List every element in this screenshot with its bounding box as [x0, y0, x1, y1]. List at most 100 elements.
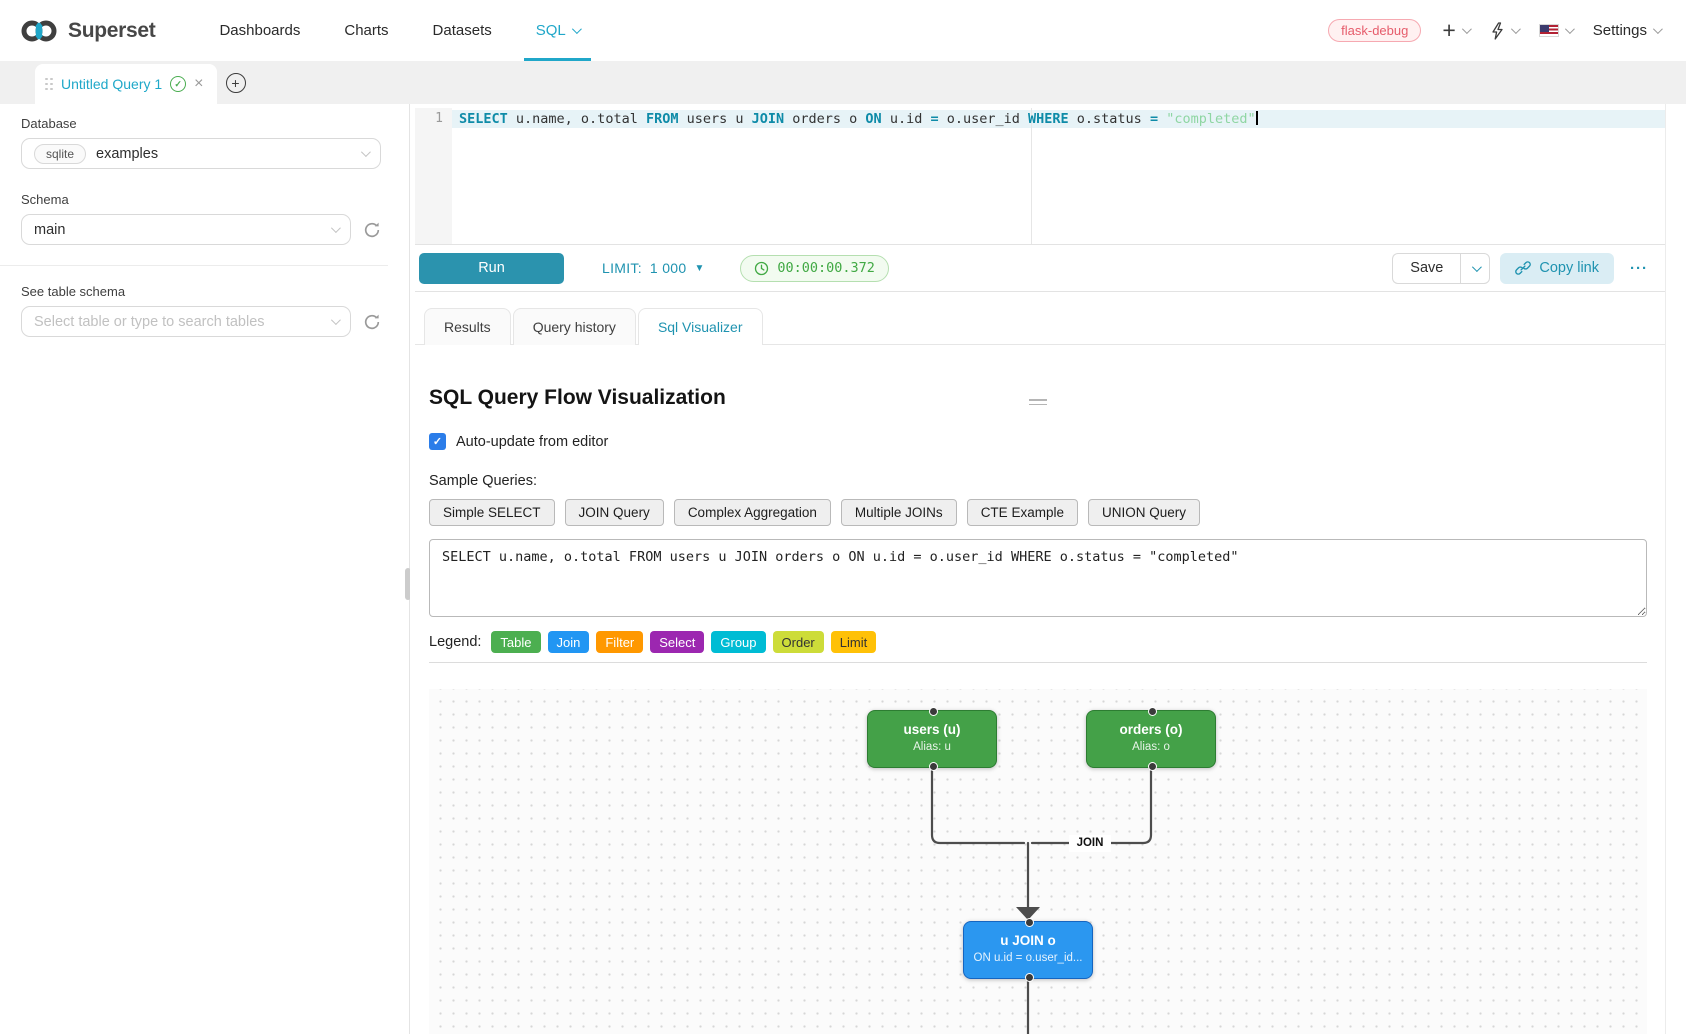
sample-query-multiple-joins[interactable]: Multiple JOINs: [840, 499, 957, 526]
close-tab-icon[interactable]: ×: [194, 75, 204, 92]
link-icon: [1515, 261, 1532, 275]
sql-lab-sidebar: Database sqlite examples Schema main See…: [0, 104, 410, 1034]
legend-pill-limit: Limit: [830, 631, 877, 653]
query-tab-untitled[interactable]: Untitled Query 1 ✓ ×: [35, 64, 217, 104]
query-saved-check-icon: ✓: [170, 76, 187, 92]
node-subtitle: Alias: u: [913, 741, 951, 753]
print-margin-line: [1031, 108, 1032, 244]
lightning-icon: [1492, 21, 1503, 40]
node-title: orders (o): [1119, 722, 1183, 737]
plus-circle-icon: +: [225, 72, 246, 93]
legend-pill-filter: Filter: [596, 631, 644, 653]
schema-label: Schema: [21, 192, 69, 207]
auto-update-toggle[interactable]: ✓ Auto-update from editor: [429, 433, 1647, 450]
node-title: u JOIN o: [1000, 933, 1056, 948]
chevron-down-icon: [330, 315, 341, 326]
database-value: examples: [96, 145, 159, 162]
legend-pill-group: Group: [711, 631, 766, 653]
query-timer: 00:00:00.372: [740, 254, 889, 282]
nav-item-label: Charts: [344, 22, 389, 39]
legend-pill-join: Join: [547, 631, 590, 653]
new-item-button[interactable]: +: [1442, 19, 1472, 42]
table-schema-label: See table schema: [21, 284, 126, 299]
limit-label: LIMIT:: [602, 260, 642, 276]
legend-row: Legend: Table Join Filter Select Group Order L…: [429, 631, 1647, 653]
nav-item-charts[interactable]: Charts: [322, 0, 410, 61]
settings-menu[interactable]: Settings: [1593, 22, 1663, 39]
copy-link-label: Copy link: [1539, 260, 1599, 276]
visualizer-query-input[interactable]: SELECT u.name, o.total FROM users u JOIN…: [429, 539, 1647, 617]
sidebar-divider: [0, 265, 388, 266]
clock-icon: [755, 261, 769, 275]
chevron-down-icon: [1471, 261, 1482, 272]
infinity-logo-icon: [21, 20, 57, 41]
sql-editor-pane: 1 SELECT u.name, o.total FROM users u JO…: [410, 104, 1666, 1034]
limit-dropdown[interactable]: LIMIT: 1 000 ▼: [602, 260, 704, 276]
nav-item-label: Datasets: [432, 22, 492, 39]
new-query-tab-button[interactable]: +: [222, 69, 249, 96]
sample-query-buttons: Simple SELECT JOIN Query Complex Aggregati…: [429, 499, 1647, 526]
sample-query-union-query[interactable]: UNION Query: [1087, 499, 1200, 526]
language-picker[interactable]: [1538, 24, 1575, 37]
refresh-tables-icon[interactable]: [363, 313, 381, 331]
text-cursor: [1255, 111, 1258, 125]
top-navbar: Superset Dashboards Charts Datasets SQL fla…: [0, 0, 1686, 61]
south-pane-grip[interactable]: [1028, 399, 1047, 408]
sample-query-cte-example[interactable]: CTE Example: [966, 499, 1078, 526]
sql-code-line: SELECT u.name, o.total FROM users u JOIN…: [459, 111, 1258, 127]
drag-handle-icon[interactable]: [45, 77, 53, 91]
sample-queries-label: Sample Queries:: [429, 473, 537, 489]
sample-query-complex-aggregation[interactable]: Complex Aggregation: [673, 499, 831, 526]
node-title: users (u): [903, 722, 961, 737]
legend-pill-table: Table: [491, 631, 541, 653]
chevron-down-icon: [360, 147, 371, 158]
chevron-down-icon: [1564, 24, 1575, 35]
database-engine-badge: sqlite: [34, 143, 87, 164]
editor-toolbar: Run LIMIT: 1 000 ▼ 00:00:00.372 Save: [415, 245, 1665, 292]
tab-sql-visualizer[interactable]: Sql Visualizer: [637, 308, 763, 346]
sample-query-simple-select[interactable]: Simple SELECT: [429, 499, 555, 526]
schema-select[interactable]: main: [21, 214, 351, 245]
nav-menu: Dashboards Charts Datasets SQL: [197, 0, 600, 61]
page-title: SQL Query Flow Visualization: [429, 386, 726, 409]
editor-code-area[interactable]: SELECT u.name, o.total FROM users u JOIN…: [452, 108, 1665, 244]
caret-down-icon: ▼: [694, 262, 705, 274]
refresh-schema-icon[interactable]: [363, 221, 381, 239]
database-select[interactable]: sqlite examples: [21, 138, 381, 169]
nav-item-sql[interactable]: SQL: [514, 0, 601, 61]
superset-logo[interactable]: Superset: [18, 18, 156, 44]
legend-label: Legend:: [429, 634, 482, 650]
query-search-button[interactable]: [1490, 21, 1521, 40]
flow-node-users[interactable]: users (u) Alias: u: [867, 707, 997, 771]
run-button[interactable]: Run: [419, 252, 564, 284]
auto-update-label: Auto-update from editor: [456, 433, 609, 450]
flow-node-orders[interactable]: orders (o) Alias: o: [1086, 707, 1216, 771]
table-select-placeholder: Select table or type to search tables: [34, 313, 265, 330]
tab-results[interactable]: Results: [424, 308, 511, 345]
save-options-button[interactable]: [1460, 252, 1491, 284]
save-button[interactable]: Save: [1392, 252, 1461, 284]
tab-query-history[interactable]: Query history: [512, 308, 636, 345]
chevron-down-icon: [330, 223, 341, 234]
sample-query-join-query[interactable]: JOIN Query: [564, 499, 664, 526]
auto-update-checkbox[interactable]: ✓: [429, 433, 446, 450]
limit-value: 1 000: [649, 260, 687, 276]
table-select[interactable]: Select table or type to search tables: [21, 306, 351, 337]
nav-item-dashboards[interactable]: Dashboards: [197, 0, 322, 61]
node-subtitle: Alias: o: [1132, 741, 1170, 753]
legend-pill-select: Select: [650, 631, 705, 653]
query-tab-strip: Untitled Query 1 ✓ × +: [0, 61, 1686, 104]
more-actions-button[interactable]: ···: [1630, 259, 1648, 277]
pane-splitter-handle[interactable]: [405, 568, 411, 600]
env-badge: flask-debug: [1328, 19, 1422, 42]
sql-code-editor[interactable]: 1 SELECT u.name, o.total FROM users u JO…: [415, 108, 1665, 245]
nav-item-datasets[interactable]: Datasets: [411, 0, 514, 61]
copy-link-button[interactable]: Copy link: [1500, 252, 1614, 284]
legend-pill-order: Order: [772, 631, 824, 653]
timer-value: 00:00:00.372: [777, 260, 875, 276]
us-flag-icon: [1538, 24, 1559, 37]
